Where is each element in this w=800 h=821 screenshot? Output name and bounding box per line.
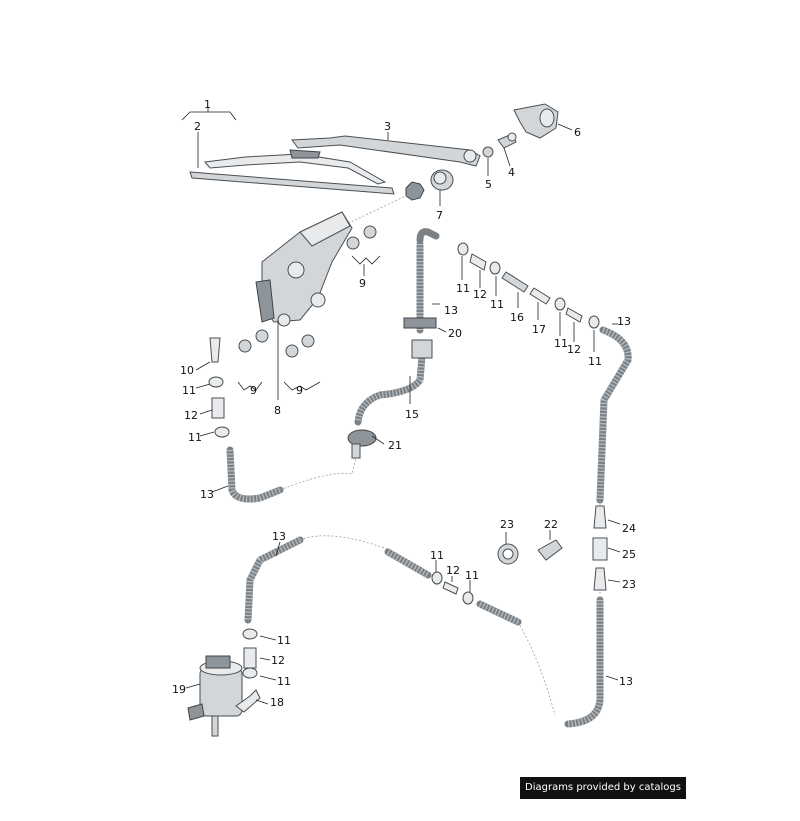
callout-13d: 13 — [272, 530, 286, 543]
callout-23b: 23 — [622, 578, 636, 591]
callout-12e: 12 — [271, 654, 285, 667]
callout-11f: 11 — [588, 355, 602, 368]
callout-9a: 9 — [359, 277, 366, 290]
callout-13e: 13 — [619, 675, 633, 688]
clip-23 — [497, 543, 519, 565]
callout-4: 4 — [508, 166, 515, 179]
callout-1: 1 — [204, 98, 211, 111]
hose-lower-right — [564, 596, 604, 728]
hose-vertical-center — [416, 228, 440, 334]
wiper-cap — [513, 103, 559, 139]
hose-grommet — [347, 339, 433, 459]
grommet-set-c — [285, 334, 315, 358]
callout-9b: 9 — [250, 384, 257, 397]
wiper-motor — [255, 211, 353, 327]
callout-9c: 9 — [296, 384, 303, 397]
callout-13c: 13 — [617, 315, 631, 328]
callout-19: 19 — [172, 683, 186, 696]
wiper-bushing — [430, 169, 454, 191]
callout-10: 10 — [180, 364, 194, 377]
hose-clip — [403, 317, 437, 329]
callout-11b: 11 — [188, 431, 202, 444]
callout-11e: 11 — [554, 337, 568, 350]
callout-11i: 11 — [277, 634, 291, 647]
callout-12c: 12 — [567, 343, 581, 356]
hose-15 — [354, 352, 426, 426]
callout-25: 25 — [622, 548, 636, 561]
callout-12a: 12 — [184, 409, 198, 422]
wiper-arm — [291, 135, 481, 167]
hose-right-vertical — [596, 326, 632, 504]
fittings-lower — [242, 571, 474, 679]
callout-11g: 11 — [430, 549, 444, 562]
wiper-nut — [482, 146, 494, 158]
grommet-set-b — [238, 329, 269, 353]
callout-13b: 13 — [444, 304, 458, 317]
hose-lower-left — [244, 536, 304, 624]
parts-diagram: 1 2 3 4 5 6 7 9 9 9 8 10 11 12 11 13 13 … — [172, 98, 636, 737]
callout-18: 18 — [270, 696, 284, 709]
callout-21: 21 — [388, 439, 402, 452]
callout-15: 15 — [405, 408, 419, 421]
diagram-credit-banner: Diagrams provided by catalogs parts — [520, 777, 686, 815]
fittings-top-run — [457, 242, 600, 329]
callout-16: 16 — [510, 311, 524, 324]
callout-11a: 11 — [182, 384, 196, 397]
right-connectors — [592, 505, 608, 591]
callout-11h: 11 — [465, 569, 479, 582]
callout-22: 22 — [544, 518, 558, 531]
callout-11j: 11 — [277, 675, 291, 688]
callout-11d: 11 — [490, 298, 504, 311]
washer-elbow — [235, 689, 261, 713]
wiper-blade — [189, 149, 395, 195]
callout-5: 5 — [485, 178, 492, 191]
clip-22 — [537, 539, 563, 561]
callout-2: 2 — [194, 120, 201, 133]
callout-11c: 11 — [456, 282, 470, 295]
callout-numbers: 1 2 3 4 5 6 7 9 9 9 8 10 11 12 11 13 13 … — [172, 98, 636, 709]
fittings-left-stack — [208, 337, 230, 438]
callout-23a: 23 — [500, 518, 514, 531]
hose-lower-center — [384, 548, 522, 626]
leader-lines — [181, 108, 621, 705]
callout-12b: 12 — [473, 288, 487, 301]
grommet-set-a — [346, 225, 377, 250]
callout-13a: 13 — [200, 488, 214, 501]
callout-12d: 12 — [446, 564, 460, 577]
callout-6: 6 — [574, 126, 581, 139]
callout-8: 8 — [274, 404, 281, 417]
callout-17: 17 — [532, 323, 546, 336]
hose-upper-left — [226, 446, 284, 503]
callout-7: 7 — [436, 209, 443, 222]
washer-pump — [187, 655, 243, 737]
callout-20: 20 — [448, 327, 462, 340]
callout-24: 24 — [622, 522, 636, 535]
wiper-bolt — [497, 132, 517, 149]
callout-3: 3 — [384, 120, 391, 133]
star-washer — [405, 181, 425, 201]
